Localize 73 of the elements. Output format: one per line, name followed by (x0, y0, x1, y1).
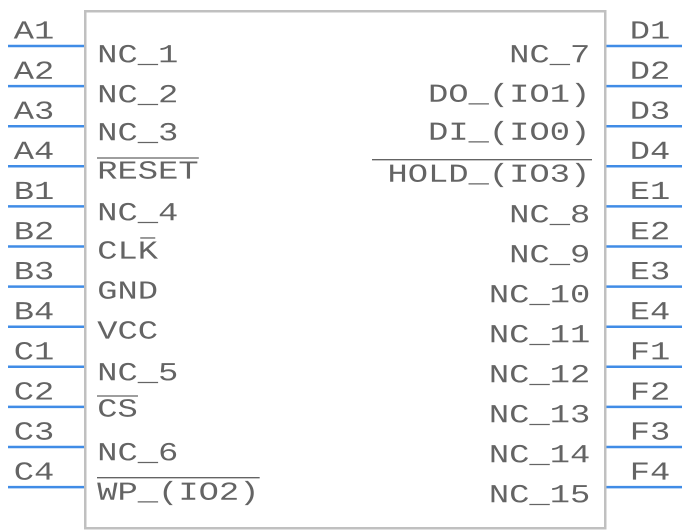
pin-name: NC_3 (100, 122, 176, 144)
pin-line (606, 366, 682, 368)
pin-number: D4 (632, 142, 669, 159)
pin-line (8, 44, 84, 48)
pin-number: A4 (14, 142, 53, 159)
pin-number: D1 (632, 21, 669, 39)
pin-number: E1 (632, 182, 669, 199)
pin-line (606, 446, 682, 448)
pin-line (8, 285, 84, 288)
pin-name: NC_10 (492, 284, 588, 306)
pin-line (8, 446, 84, 448)
pin-name: CS (97, 395, 138, 417)
pin-name: NC_12 (492, 364, 588, 386)
pin-number: F2 (632, 382, 668, 400)
pin-name: CLK (99, 237, 158, 259)
pin-number: A1 (14, 21, 53, 39)
pin-number: E3 (632, 262, 668, 280)
pin-number: F1 (632, 342, 669, 360)
pin-name: NC_11 (492, 324, 589, 346)
pin-line (606, 44, 682, 48)
pin-name: NC_15 (492, 484, 588, 506)
pin-name: NC_1 (100, 44, 177, 66)
pin-number: B3 (16, 262, 52, 280)
pin-line (606, 325, 682, 328)
pin-name: DI_(IO0) (430, 120, 585, 146)
pin-name: NC_2 (100, 84, 176, 106)
pin-number: D3 (632, 101, 668, 120)
pin-number: D2 (632, 61, 668, 79)
pin-name: NC_4 (100, 202, 177, 224)
pin-line (8, 245, 84, 248)
pin-name: HOLD_(IO3) (372, 159, 592, 188)
pin-name: NC_5 (100, 362, 176, 384)
pin-number: C1 (16, 342, 53, 360)
pin-number: B1 (16, 182, 53, 199)
pin-name: NC_14 (492, 444, 589, 466)
pin-number: A2 (14, 61, 52, 79)
pin-line (8, 124, 84, 128)
pin-name: RESET (97, 157, 199, 179)
pin-number: C2 (16, 382, 52, 400)
pin-number: B2 (16, 222, 52, 240)
pin-line (8, 165, 84, 168)
pin-name: VCC (97, 321, 157, 339)
pin-name: NC_8 (512, 204, 588, 226)
pin-number: F4 (632, 462, 669, 480)
pin-name: NC_9 (512, 244, 588, 266)
pin-name: NC_6 (100, 442, 176, 464)
pin-number: C4 (16, 462, 53, 480)
pin-number: A3 (14, 101, 52, 120)
pin-line (606, 84, 682, 88)
pin-number: C3 (16, 422, 52, 440)
pin-line (606, 124, 682, 128)
pin-line (606, 486, 682, 488)
pin-name: NC_13 (492, 404, 588, 426)
pin-number: E4 (632, 302, 669, 320)
pin-number: E2 (632, 222, 668, 240)
pin-line (8, 406, 84, 408)
pin-number: F3 (632, 422, 668, 440)
chip-body (84, 10, 606, 530)
pin-line (8, 486, 84, 488)
pin-line (606, 285, 682, 288)
pin-line (606, 205, 682, 208)
pin-line (8, 205, 84, 208)
pin-line (8, 325, 84, 328)
pin-name: GND (99, 281, 156, 299)
pin-name: DO_(IO1) (430, 82, 585, 108)
pin-name: WP_(IO2) (97, 477, 260, 506)
pin-number: B4 (16, 302, 53, 320)
pin-line (8, 366, 84, 368)
pin-line (606, 245, 682, 248)
pin-line (606, 165, 682, 168)
pin-line (8, 84, 84, 88)
pin-line (606, 406, 682, 408)
pin-name: NC_7 (512, 44, 588, 66)
